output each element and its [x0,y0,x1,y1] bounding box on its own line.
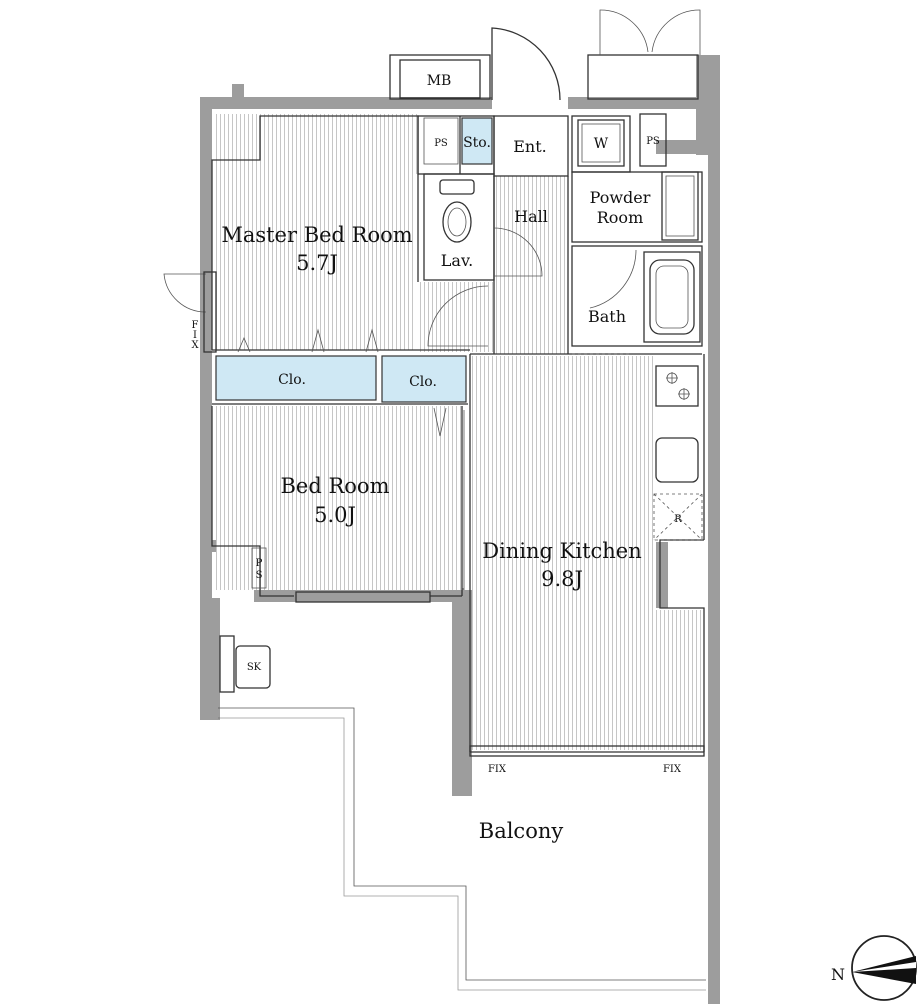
storage [461,117,493,165]
stove-icon [655,365,699,407]
washer-icon [577,119,625,167]
bath-name: Bath [588,307,626,326]
basin-icon [661,171,699,241]
fix-left-label-1: F [192,320,199,331]
storage-label: Sto. [463,135,491,151]
fridge-icon [653,493,703,541]
ps-bed-label-1: P [256,558,263,569]
fridge-label: R [674,514,682,525]
floor-lav-passage [418,282,494,352]
labels: Master Bed Room 5.7J Bed Room 5.0J Dinin… [191,73,682,843]
dining-kitchen-size: 9.8J [541,567,583,591]
bed-room-name: Bed Room [281,474,390,498]
lavatory-name: Lav. [441,251,473,270]
ps-box-top-left [423,117,459,165]
dining-kitchen-name: Dining Kitchen [482,539,642,563]
floor-bed-room [216,406,462,590]
powder-room-name-2: Room [597,208,643,227]
master-bed-room-size: 5.7J [296,251,338,275]
closet-1-label: Clo. [278,372,306,388]
bathtub-icon [643,251,701,343]
kitchen-sink-icon [655,437,699,483]
closet-1 [215,355,377,401]
interior-lines [163,9,706,991]
toilet-icon [439,179,475,243]
washer-label: W [594,136,609,152]
mb-label: MB [427,73,452,89]
service-sink-icon [219,635,271,693]
fix-left-label-3: X [191,340,199,351]
floor-master-bed-upper [262,114,418,174]
master-bed-room-name: Master Bed Room [221,223,412,247]
compass: N [831,935,917,1001]
ps-top-left-label: PS [434,138,448,149]
closet-2 [381,355,467,403]
ps-box-bed [251,547,267,589]
closets [215,117,493,403]
powder-room-name-1: Powder [590,188,651,207]
walls [200,55,720,1004]
hall-name: Hall [514,207,548,226]
fix-balcony-left-label: FIX [488,764,507,775]
floors [216,114,704,750]
bed-room-size: 5.0J [314,503,356,527]
entrance-name: Ent. [513,137,547,156]
floor-hall [494,176,568,354]
balcony-name: Balcony [479,819,564,843]
ps-bed-label-2: S [256,570,263,581]
closet-2-label: Clo. [409,374,437,390]
sink-label: SK [247,662,262,673]
compass-north-label: N [831,965,845,984]
fix-balcony-right-label: FIX [663,764,682,775]
fixtures [219,117,703,693]
floor-dining-kitchen-lower [472,610,704,750]
ps-top-right-label: PS [646,136,660,147]
fix-left-label-2: I [193,330,197,341]
